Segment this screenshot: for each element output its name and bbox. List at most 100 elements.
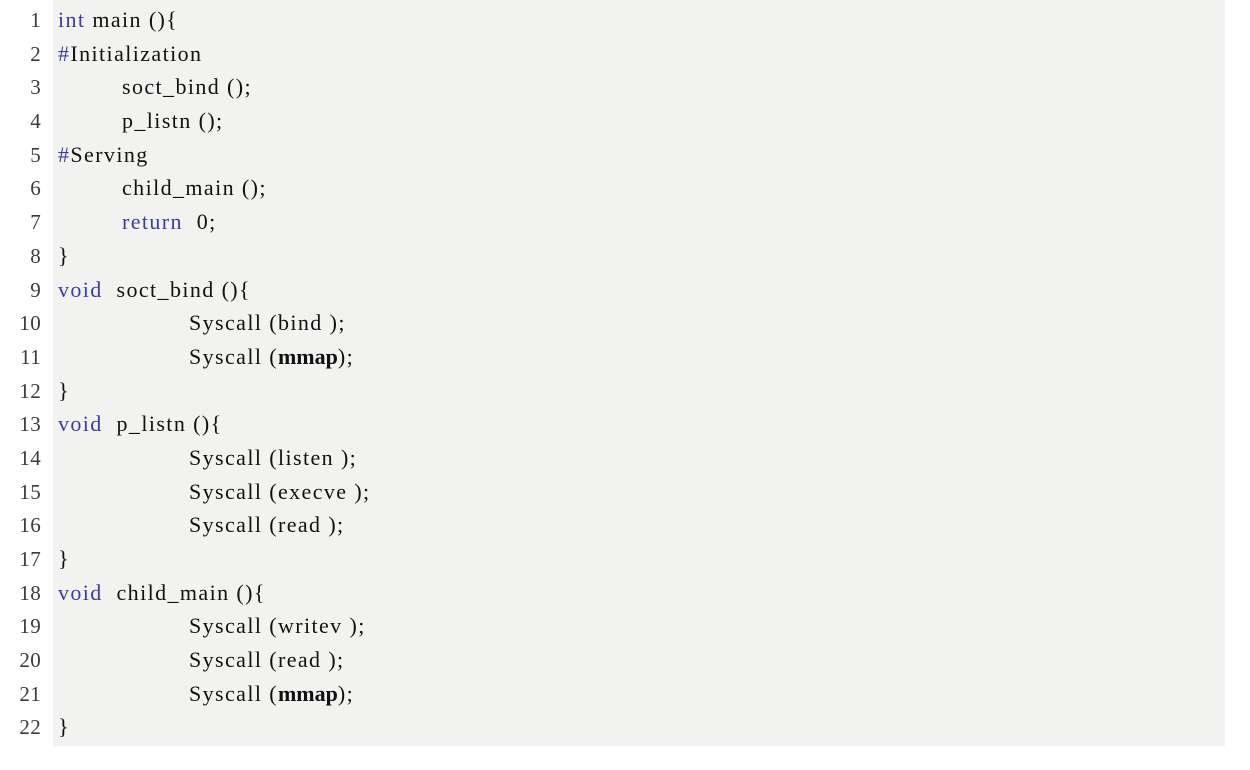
code-token: } xyxy=(58,714,70,740)
line-content: child_main (); xyxy=(53,171,1250,205)
keyword-token: # xyxy=(58,40,71,66)
line-number: 13 xyxy=(19,412,41,437)
line-number: 3 xyxy=(30,75,41,100)
code-line: 20 Syscall (read ); xyxy=(0,643,1250,677)
line-content: int main (){ xyxy=(53,3,1250,37)
line-number: 1 xyxy=(30,8,41,32)
code-line: 3 soct_bind (); xyxy=(0,70,1250,104)
code-token: main (){ xyxy=(85,7,179,32)
line-content: void p_listn (){ xyxy=(53,407,1250,441)
code-line: 15 Syscall (execve ); xyxy=(0,475,1250,509)
code-line: 21 Syscall (mmap); xyxy=(0,677,1250,711)
keyword-token: void xyxy=(58,276,103,302)
line-number: 2 xyxy=(30,41,41,66)
line-content: Syscall (writev ); xyxy=(53,609,1250,643)
line-content: #Serving xyxy=(53,138,1250,172)
code-line: 22} xyxy=(0,710,1250,744)
code-panel-background xyxy=(53,0,1225,746)
line-number: 22 xyxy=(19,715,41,740)
code-token: child_main (){ xyxy=(102,579,266,605)
line-content: } xyxy=(53,239,1250,273)
line-content: Syscall (bind ); xyxy=(53,306,1250,340)
code-line: 7 return 0; xyxy=(0,205,1250,239)
code-line: 2 #Initialization xyxy=(0,37,1250,71)
code-line: 9 void soct_bind (){ xyxy=(0,273,1250,307)
line-content: } xyxy=(53,542,1250,576)
code-token: Syscall (bind ); xyxy=(189,310,346,336)
line-content: void child_main (){ xyxy=(53,576,1250,610)
line-content: Syscall (mmap); xyxy=(53,340,1250,374)
code-line: 18 void child_main (){ xyxy=(0,576,1250,610)
line-content: void soct_bind (){ xyxy=(53,273,1250,307)
line-number: 12 xyxy=(19,378,41,403)
line-content: Syscall (read ); xyxy=(53,643,1250,677)
code-token: } xyxy=(58,546,70,571)
line-content: Syscall (execve ); xyxy=(53,475,1250,509)
line-number: 9 xyxy=(30,277,41,302)
code-line: 19 Syscall (writev ); xyxy=(0,609,1250,643)
line-number: 16 xyxy=(19,513,41,538)
line-number: 11 xyxy=(20,344,41,369)
line-content: Syscall (mmap); xyxy=(53,677,1250,711)
code-token: Syscall ( xyxy=(189,343,278,369)
code-token: Serving xyxy=(70,141,149,167)
line-number: 21 xyxy=(19,681,41,706)
code-token: Syscall (read ); xyxy=(189,512,345,538)
code-token: Syscall (listen ); xyxy=(189,444,358,470)
code-line: 8} xyxy=(0,239,1250,273)
code-token: } xyxy=(58,242,70,268)
line-content: Syscall (listen ); xyxy=(53,441,1250,475)
keyword-token: # xyxy=(58,141,71,167)
line-number: 20 xyxy=(19,648,41,673)
line-number: 18 xyxy=(19,580,41,605)
line-number: 4 xyxy=(30,109,41,134)
line-content: return 0; xyxy=(53,205,1250,239)
line-number: 10 xyxy=(19,311,41,336)
line-number: 19 xyxy=(19,614,41,639)
code-token: } xyxy=(58,377,70,403)
code-token: ); xyxy=(337,343,355,369)
code-line: 4 p_listn (); xyxy=(0,104,1250,138)
code-token: mmap xyxy=(277,343,338,369)
code-line: 11 Syscall (mmap); xyxy=(0,340,1250,374)
line-number: 17 xyxy=(19,547,41,571)
code-line: 6 child_main (); xyxy=(0,171,1250,205)
code-line: 5 #Serving xyxy=(0,138,1250,172)
line-number: 5 xyxy=(30,142,41,167)
line-number: 15 xyxy=(19,479,41,504)
code-line: 12} xyxy=(0,374,1250,408)
code-token: Syscall ( xyxy=(189,680,278,706)
keyword-token: void xyxy=(58,579,103,605)
code-token: Syscall (read ); xyxy=(189,647,345,673)
code-token: child_main (); xyxy=(122,175,267,201)
line-number: 14 xyxy=(19,445,41,470)
line-content: Syscall (read ); xyxy=(53,508,1250,542)
keyword-token: return xyxy=(122,209,183,235)
code-token: Initialization xyxy=(70,40,203,66)
code-line: 14 Syscall (listen ); xyxy=(0,441,1250,475)
line-content: p_listn (); xyxy=(53,104,1250,138)
code-line: 13 void p_listn (){ xyxy=(0,407,1250,441)
line-content: soct_bind (); xyxy=(53,70,1250,104)
code-token: soct_bind (); xyxy=(122,74,253,100)
code-token: p_listn (); xyxy=(122,108,224,134)
code-token: soct_bind (){ xyxy=(102,276,251,302)
keyword-token: int xyxy=(58,7,86,32)
code-token: Syscall (writev ); xyxy=(189,613,366,639)
line-number: 6 xyxy=(30,176,41,201)
line-content: } xyxy=(53,374,1250,408)
line-number: 7 xyxy=(30,210,41,235)
code-token: p_listn (){ xyxy=(102,411,223,437)
code-line: 10 Syscall (bind ); xyxy=(0,306,1250,340)
code-line: 1 int main (){ xyxy=(0,3,1250,37)
code-line: 17} xyxy=(0,542,1250,576)
code-token: mmap xyxy=(277,680,338,706)
line-content: #Initialization xyxy=(53,37,1250,71)
code-token: ); xyxy=(337,680,355,706)
code-token: Syscall (execve ); xyxy=(189,478,371,504)
keyword-token: void xyxy=(58,411,103,437)
line-content: } xyxy=(53,710,1250,744)
line-number: 8 xyxy=(30,243,41,268)
